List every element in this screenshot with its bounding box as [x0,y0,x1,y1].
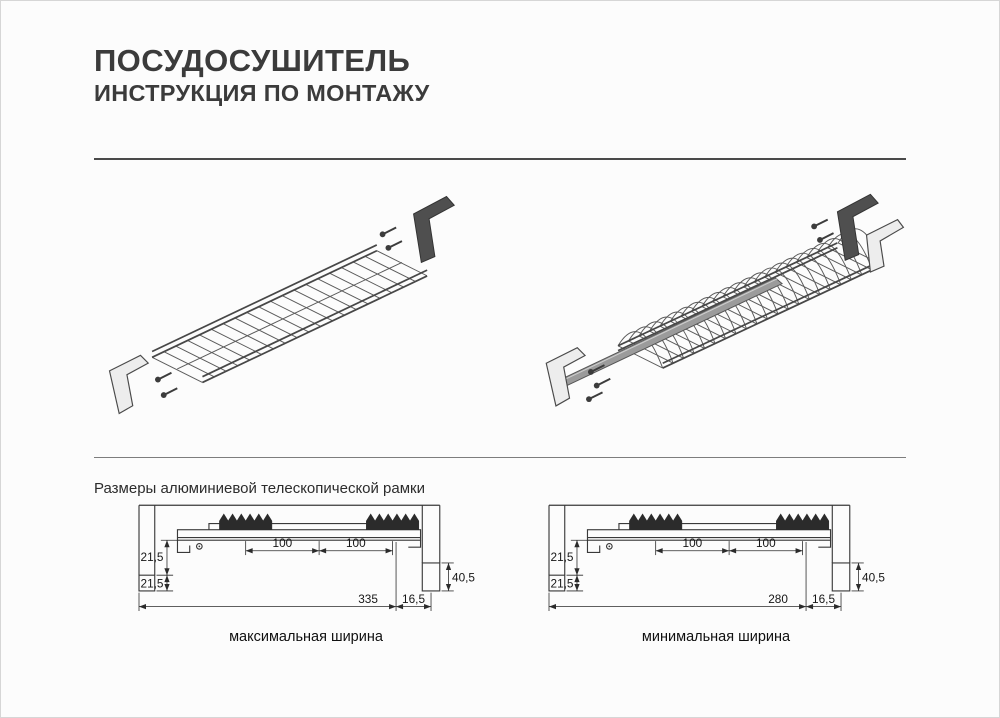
screws-right [379,226,403,251]
page-subtitle: ИНСТРУКЦИЯ ПО МОНТАЖУ [94,79,430,106]
dim-offset-label: 16,5 [812,592,835,606]
page-header: ПОСУДОСУШИТЕЛЬ ИНСТРУКЦИЯ ПО МОНТАЖУ [94,43,430,108]
dim-total-label: 335 [358,592,378,606]
end-bracket-right [413,195,456,264]
dim-span1-label: 100 [683,536,703,550]
end-bracket-left [545,346,587,407]
dimensions-section-label: Размеры алюминиевой телескопической рамк… [94,480,425,497]
page-title: ПОСУДОСУШИТЕЛЬ [94,43,411,78]
assembly-illustrations [94,173,919,449]
screws-left [155,371,178,398]
dimension-labels: 21,5 21,5 100 100 335 16,5 40,5 [141,536,476,606]
dim-right-height-label: 40,5 [452,570,475,584]
dim-left-top-label: 21,5 [551,550,574,564]
wire-tray [151,244,428,384]
frame-drawing [548,504,851,592]
dim-total-label: 280 [768,592,788,606]
dim-right-height-label: 40,5 [862,570,885,584]
end-bracket-right [836,193,905,273]
dim-drawing-max: 21,5 21,5 100 100 335 16,5 40,5 [138,504,476,612]
frame-drawing [138,504,441,592]
divider-middle [94,457,906,458]
dim-left-bottom-label: 21,5 [551,576,574,590]
rack-extended-illustration [545,193,905,407]
dimension-lines [138,539,454,612]
dim-left-bottom-label: 21,5 [141,576,164,590]
dim-caption-min: минимальная ширина [641,628,791,645]
plate-rack [617,228,884,369]
dim-left-top-label: 21,5 [141,550,164,564]
screws-right [811,218,834,243]
screws-left [586,364,611,403]
dim-drawing-min: 21,5 21,5 100 100 280 16,5 40,5 [548,504,886,612]
dimension-labels: 21,5 21,5 100 100 280 16,5 40,5 [551,536,886,606]
dimension-lines [548,539,864,612]
dim-diagram-min: 21,5 21,5 100 100 280 16,5 40,5 минималь… [542,500,890,645]
dim-caption-max: максимальная ширина [229,628,383,645]
rack-compact-illustration [108,195,456,415]
dim-span2-label: 100 [756,536,776,550]
dim-offset-label: 16,5 [402,592,425,606]
end-bracket-left [108,354,150,415]
dim-span1-label: 100 [273,536,293,550]
dim-span2-label: 100 [346,536,366,550]
dimension-diagrams: 21,5 21,5 100 100 335 16,5 40,5 максимал… [94,500,906,645]
divider-top [94,158,906,160]
dim-diagram-max: 21,5 21,5 100 100 335 16,5 40,5 максимал… [132,500,480,645]
